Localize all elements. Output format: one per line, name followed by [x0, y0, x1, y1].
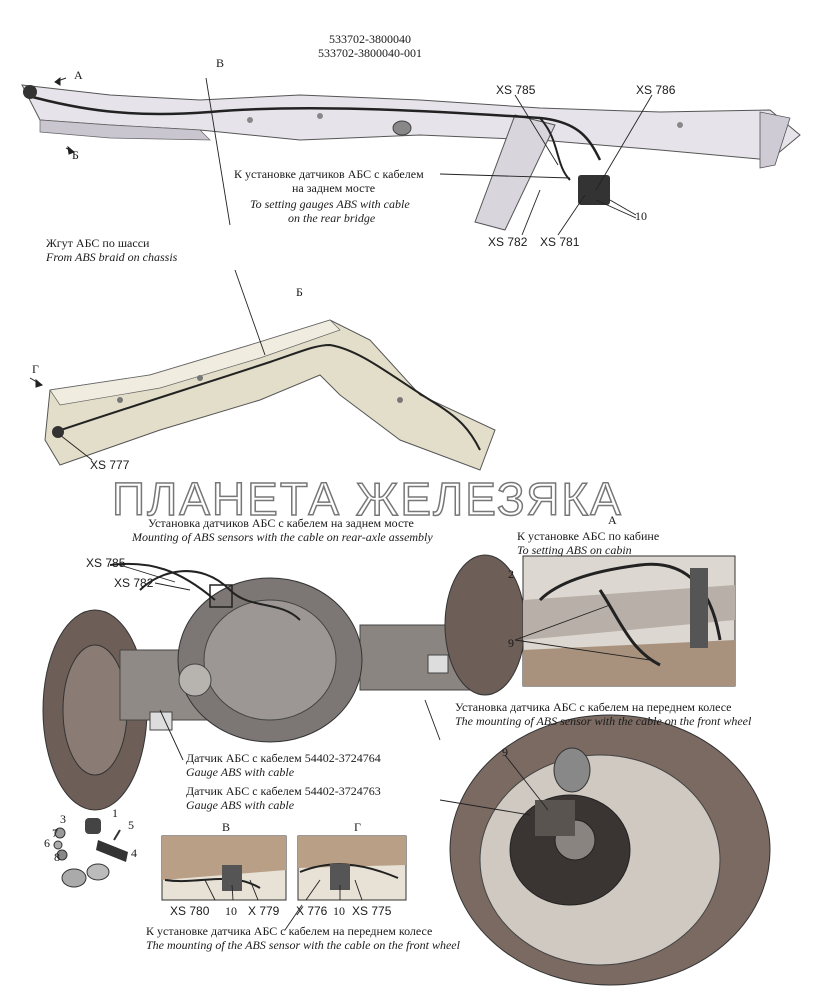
view-label-a: А — [74, 68, 83, 82]
harness-caption-ru: Жгут АБС по шасси — [46, 236, 150, 250]
callout-10-g: 10 — [333, 904, 345, 918]
front-wheel — [449, 714, 771, 986]
connector-x779: X 779 — [248, 904, 280, 918]
detail-view-v — [161, 835, 287, 901]
view-label-a-cabin: А — [608, 513, 617, 527]
callout-5: 5 — [128, 818, 134, 832]
part-number-2: 533702-3800040-001 — [318, 46, 422, 60]
cabin-caption-ru: К установке АБС по кабине — [517, 529, 660, 543]
chassis-frame-middle — [44, 319, 496, 471]
small-parts — [53, 818, 128, 888]
view-label-b-middle: Б — [296, 285, 303, 299]
cabin-inset — [522, 555, 736, 687]
connector-xs775: XS 775 — [352, 904, 392, 918]
gauge2-caption-ru: Датчик АБС с кабелем 54402-3724763 — [186, 784, 381, 798]
cabin-caption-en: To setting ABS on cabin — [517, 543, 632, 557]
front-caption-ru: Установка датчика АБС с кабелем на перед… — [455, 700, 732, 714]
rear-caption-ru-2: на заднем мосте — [292, 181, 376, 195]
view-arrows — [29, 76, 75, 388]
callout-10-v: 10 — [225, 904, 237, 918]
gauge1-caption-en: Gauge ABS with cable — [186, 765, 295, 779]
view-label-v: В — [216, 56, 225, 70]
part-number-1: 533702-3800040 — [329, 32, 411, 46]
gauge1-caption-ru: Датчик АБС с кабелем 54402-3724764 — [186, 751, 381, 765]
connector-xs782-axle: XS 782 — [114, 576, 154, 590]
connector-xs782: XS 782 — [488, 235, 528, 249]
callout-2: 2 — [508, 567, 514, 581]
callout-9-cabin: 9 — [508, 636, 514, 650]
view-label-g: Г — [32, 362, 39, 376]
view-label-v-detail: В — [222, 820, 231, 834]
callout-9-wheel: 9 — [502, 745, 508, 759]
leader-lines — [59, 77, 653, 931]
rear-caption-en-1: To setting gauges ABS with cable — [250, 197, 410, 211]
callout-7: 7 — [52, 826, 58, 840]
connector-xs781: XS 781 — [540, 235, 580, 249]
detail-view-g — [297, 835, 407, 901]
view-label-b: Б — [72, 148, 79, 162]
rear-axle-assembly — [42, 554, 526, 811]
callout-8: 8 — [54, 850, 60, 864]
bottom-caption-en: The mounting of the ABS sensor with the … — [146, 938, 460, 952]
callout-1: 1 — [112, 806, 118, 820]
connector-xs777: XS 777 — [90, 458, 130, 472]
connector-x776: X 776 — [296, 904, 328, 918]
callout-3: 3 — [60, 812, 66, 826]
front-caption-en: The mounting of ABS sensor with the cabl… — [455, 714, 752, 728]
callout-6: 6 — [44, 836, 50, 850]
connector-xs785-axle: XS 785 — [86, 556, 126, 570]
callout-4: 4 — [131, 846, 137, 860]
bottom-caption-ru: К установке датчика АБС с кабелем на пер… — [146, 924, 433, 938]
chassis-frame-top — [21, 84, 801, 231]
view-label-g-detail: Г — [354, 820, 361, 834]
rear-caption-ru-1: К установке датчиков АБС с кабелем — [234, 167, 424, 181]
mount-rear-caption-ru: Установка датчиков АБС с кабелем на задн… — [148, 516, 414, 530]
mount-rear-caption-en: Mounting of ABS sensors with the cable o… — [132, 530, 433, 544]
watermark: ПЛАНЕТА ЖЕЛЕЗЯКА — [111, 472, 623, 526]
harness-caption-en: From ABS braid on chassis — [46, 250, 178, 264]
rear-caption-en-2: on the rear bridge — [288, 211, 376, 225]
gauge2-caption-en: Gauge ABS with cable — [186, 798, 295, 812]
connector-xs780: XS 780 — [170, 904, 210, 918]
connector-xs785: XS 785 — [496, 83, 536, 97]
callout-10-top: 10 — [635, 209, 647, 223]
connector-xs786: XS 786 — [636, 83, 676, 97]
